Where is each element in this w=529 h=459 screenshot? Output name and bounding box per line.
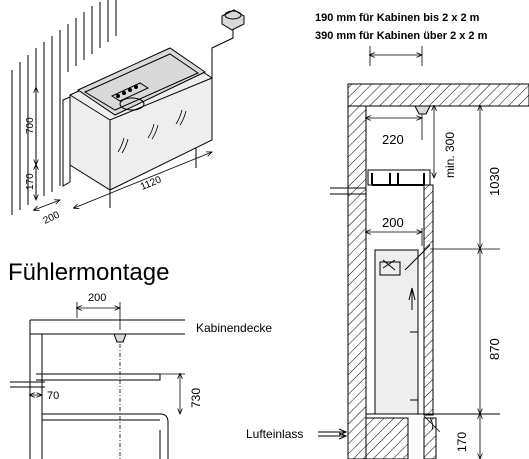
- heater-dim-1120: 1120: [139, 174, 163, 192]
- side-dim-220: 220: [382, 132, 404, 147]
- section-dim-70: 70: [47, 390, 59, 402]
- control-panel: [110, 82, 150, 111]
- sensor-mounting-section: Fühlermontage 200 Kabinendecke 730 70: [8, 259, 272, 459]
- side-dim-min300: min. 300: [443, 132, 457, 178]
- side-dim-200: 200: [382, 215, 404, 230]
- wall-slats: [11, 0, 117, 215]
- label-ceiling: Kabinendecke: [196, 321, 272, 335]
- side-section: 190 mm für Kabinen bis 2 x 2 m 390 mm fü…: [246, 12, 529, 459]
- section-title: Fühlermontage: [8, 259, 169, 286]
- side-dim-870: 870: [487, 338, 502, 360]
- note-line-2: 390 mm für Kabinen über 2 x 2 m: [315, 30, 488, 42]
- side-dim-1030: 1030: [487, 167, 502, 196]
- heater-dim-170: 170: [25, 173, 36, 190]
- label-air-inlet: Lufteinlass: [246, 427, 303, 441]
- heater-isometric: 700 170 200 1120: [11, 0, 245, 227]
- section-dim-730: 730: [189, 388, 203, 408]
- heater-dim-700: 700: [25, 117, 36, 134]
- side-dim-170: 170: [455, 432, 469, 452]
- section-dim-200: 200: [88, 292, 106, 304]
- sensor-box: [211, 9, 245, 78]
- note-line-1: 190 mm für Kabinen bis 2 x 2 m: [315, 12, 480, 24]
- heater-dim-200: 200: [42, 210, 62, 227]
